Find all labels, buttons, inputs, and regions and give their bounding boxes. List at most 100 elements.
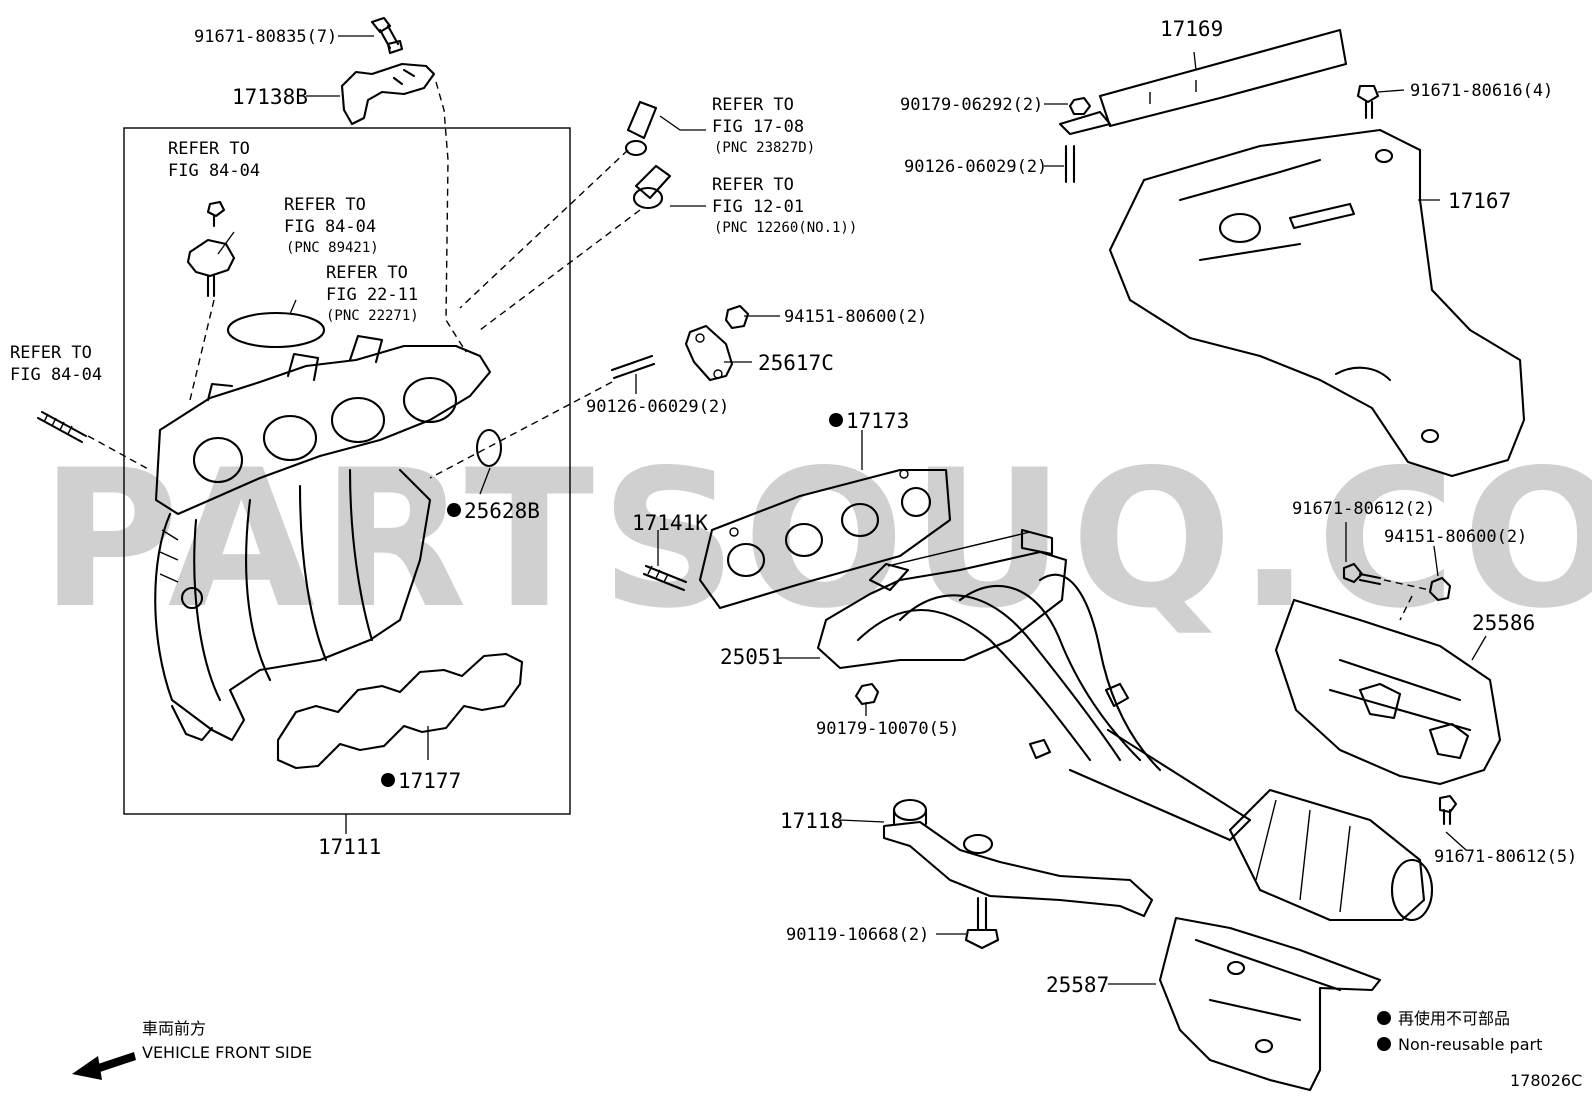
insulator-17167-drawing [1108, 128, 1526, 478]
nut-90179-10070-drawing [854, 682, 880, 706]
sensor-89421-drawing [186, 200, 236, 298]
ref-r5-pnc: (PNC 23827D) [714, 140, 815, 156]
dash-stud-mid [429, 381, 613, 479]
stud-17141k-drawing [642, 564, 688, 592]
stud-90126-top-drawing [1064, 144, 1076, 184]
dash-nut-to-insulator [1399, 595, 1413, 621]
stud-90126-mid-drawing [610, 354, 656, 380]
front-side-jp: 車両前方 [142, 1019, 206, 1038]
leader-r2 [217, 231, 235, 255]
nut-90179-06292-drawing [1068, 96, 1092, 116]
ref-r5-line1: REFER TO [712, 95, 794, 115]
label-17118: 17118 [780, 809, 843, 833]
label-90179-10070: 90179-10070(5) [816, 719, 959, 739]
gasket-17177-drawing [276, 652, 524, 770]
label-17173: 17173 [846, 409, 909, 433]
ref-r6-line2: FIG 12-01 [712, 197, 804, 217]
ref-r5-line2: FIG 17-08 [712, 117, 804, 137]
ref-r3-line1: REFER TO [326, 263, 408, 283]
bracket-17138b-drawing [340, 62, 436, 126]
label-90119-10668: 90119-10668(2) [786, 925, 929, 945]
bolt-91671-80612-5-drawing [1438, 794, 1458, 826]
label-25628b: 25628B [464, 499, 540, 523]
stud-left-drawing [36, 410, 88, 444]
leader-25586 [1471, 635, 1487, 661]
insulator-25587-drawing [1158, 916, 1382, 1092]
ref-r6-line1: REFER TO [712, 175, 794, 195]
label-17138b: 17138B [232, 85, 308, 109]
ref-r3-pnc: (PNC 22271) [326, 308, 419, 324]
label-90126-06029-mid: 90126-06029(2) [586, 397, 729, 417]
nut-94151-right-drawing [1428, 576, 1452, 602]
hose-12260-drawing [632, 164, 672, 210]
bolt-90119-10668-drawing [964, 896, 1000, 950]
label-94151-80600-right: 94151-80600(2) [1384, 527, 1527, 547]
label-91671-80835: 91671-80835(7) [194, 27, 337, 47]
label-94151-80600-mid: 94151-80600(2) [784, 307, 927, 327]
figure-id: 178026C [1510, 1071, 1582, 1090]
label-90179-06292: 90179-06292(2) [900, 95, 1043, 115]
leader-17169 [1193, 51, 1197, 71]
nut-94151-mid-drawing [724, 304, 750, 330]
legend-dot-en [1377, 1037, 1391, 1051]
nonreusable-dot-25628b [447, 503, 461, 517]
leader-91671-80612-5 [1445, 831, 1467, 851]
stay-17118-drawing [882, 798, 1154, 918]
ref-r1-line1: REFER TO [168, 139, 250, 159]
label-17167: 17167 [1448, 189, 1511, 213]
ref-r2-line1: REFER TO [284, 195, 366, 215]
leader-25628b [479, 467, 491, 495]
watermark-text: PARTSOUQ.COM [40, 429, 1592, 650]
nonreusable-dot-17173 [829, 413, 843, 427]
ref-r4-line1: REFER TO [10, 343, 92, 363]
ref-r1-line2: FIG 84-04 [168, 161, 260, 181]
exhaust-manifold-drawing [816, 528, 1434, 922]
dash-bracket-to-manifold [435, 81, 467, 353]
intake-manifold-drawing [154, 334, 492, 742]
front-arrow-icon [72, 1052, 136, 1080]
bolt-91671-80616-drawing [1356, 84, 1380, 120]
dash-hose-a [459, 149, 629, 309]
bolt-91671-80612-2-drawing [1342, 562, 1382, 586]
legend-en: Non-reusable part [1398, 1035, 1542, 1054]
oring-22271-drawing [226, 311, 326, 349]
legend-jp: 再使用不可部品 [1398, 1009, 1510, 1028]
leader-94151-right [1433, 545, 1439, 577]
label-91671-80616: 91671-80616(4) [1410, 81, 1553, 101]
label-91671-80612-2: 91671-80612(2) [1292, 499, 1435, 519]
leader-r3 [289, 299, 297, 315]
label-25617c: 25617C [758, 351, 834, 375]
gasket-17173-drawing [698, 468, 952, 610]
hose-23827d-drawing [624, 100, 658, 157]
intake-assembly-frame [123, 127, 571, 815]
ref-r3-line2: FIG 22-11 [326, 285, 418, 305]
insulator-25586-drawing [1274, 598, 1502, 786]
ref-r2-line2: FIG 84-04 [284, 217, 376, 237]
label-17169: 17169 [1160, 17, 1223, 41]
label-17141k: 17141K [632, 511, 708, 535]
label-25586: 25586 [1472, 611, 1535, 635]
label-25587: 25587 [1046, 973, 1109, 997]
oring-25628b-drawing [475, 428, 503, 468]
plate-25617c-drawing [684, 324, 734, 382]
label-17177: 17177 [398, 769, 461, 793]
label-25051: 25051 [720, 645, 783, 669]
insulator-17169-drawing [1058, 28, 1348, 136]
dash-bolt-nut-right [1383, 579, 1431, 591]
ref-r2-pnc: (PNC 89421) [286, 240, 379, 256]
ref-r4-line2: FIG 84-04 [10, 365, 102, 385]
bolt-91671-80835-drawing [370, 16, 404, 55]
ref-r6-pnc: (PNC 12260(NO.1)) [714, 220, 857, 236]
leader-17118 [839, 819, 885, 823]
label-91671-80612-5: 91671-80612(5) [1434, 847, 1577, 867]
label-90126-06029-top: 90126-06029(2) [904, 157, 1047, 177]
label-17111: 17111 [318, 835, 381, 859]
nonreusable-dot-17177 [381, 773, 395, 787]
legend-dot-jp [1377, 1011, 1391, 1025]
dash-sensor-to-manifold [189, 299, 215, 401]
dash-hose-b [479, 209, 641, 331]
leader-r5 [659, 115, 706, 131]
leader-91671-80616 [1377, 89, 1405, 93]
